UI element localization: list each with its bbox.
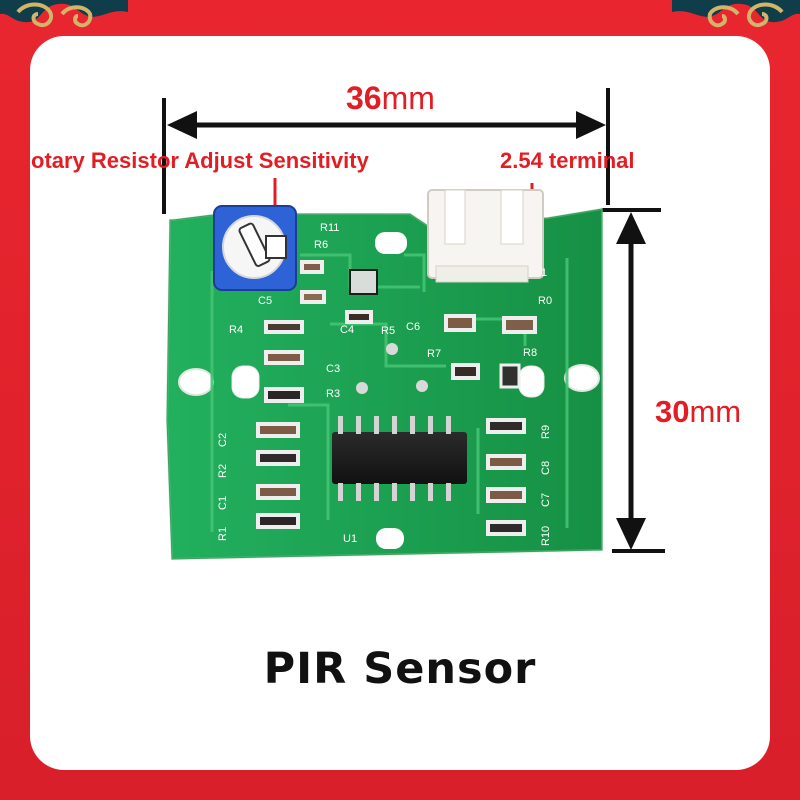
label-c6: C6 [406, 321, 420, 333]
label-c7: C7 [540, 493, 552, 507]
label-c1: C1 [217, 496, 229, 510]
label-c4: C4 [340, 324, 354, 336]
product-title: PIR Sensor [263, 644, 537, 694]
height-measurement: 30mm [655, 394, 742, 429]
left-mounting-hole [178, 368, 214, 396]
label-c3: C3 [326, 363, 340, 375]
label-r4: R4 [229, 324, 243, 336]
width-left-arrow-icon [167, 111, 197, 139]
top-slot [375, 232, 407, 254]
rotary-resistor-caption: otary Resistor Adjust Sensitivity [31, 148, 369, 173]
rotary-slot [238, 222, 271, 267]
label-c5: C5 [258, 295, 272, 307]
right-cloud-ornament [672, 0, 800, 28]
chip-pins [338, 416, 451, 501]
label-r6: R6 [314, 239, 328, 251]
label-c2: C2 [217, 433, 229, 447]
rotary-inner-marker [265, 235, 287, 259]
left-slot [231, 365, 260, 399]
label-r8: R8 [523, 347, 537, 359]
terminal-pin-slot-2 [500, 189, 524, 245]
label-c8: C8 [540, 461, 552, 475]
label-r0: R0 [538, 295, 552, 307]
label-r10: R10 [540, 526, 552, 546]
label-r5: R5 [381, 325, 395, 337]
label-r11: R11 [320, 222, 339, 234]
label-u1: U1 [343, 533, 357, 545]
right-mounting-hole [564, 364, 600, 392]
label-r9: R9 [540, 425, 552, 439]
width-measurement: 36mm [346, 80, 435, 116]
label-1: 1 [541, 267, 547, 279]
silkscreen-labels: R11 R6 C5 R4 C4 R5 C6 R0 R7 R8 C3 R3 C2 … [217, 222, 552, 546]
terminal-pin-slot-1 [444, 189, 466, 245]
left-cloud-ornament [0, 0, 128, 28]
smd-components [256, 260, 537, 536]
pcb-board [166, 208, 603, 560]
label-r3: R3 [326, 388, 340, 400]
width-right-arrow-icon [576, 111, 606, 139]
height-bottom-arrow-icon [616, 518, 646, 550]
u1-chip [332, 432, 467, 484]
height-top-arrow-icon [616, 212, 646, 244]
terminal-base [435, 265, 529, 283]
bottom-slot [376, 528, 404, 549]
label-r7: R7 [427, 348, 441, 360]
label-r1: R1 [217, 527, 229, 541]
label-r2: R2 [217, 464, 229, 478]
right-slot [518, 365, 545, 398]
terminal-caption: 2.54 terminal [500, 148, 635, 173]
